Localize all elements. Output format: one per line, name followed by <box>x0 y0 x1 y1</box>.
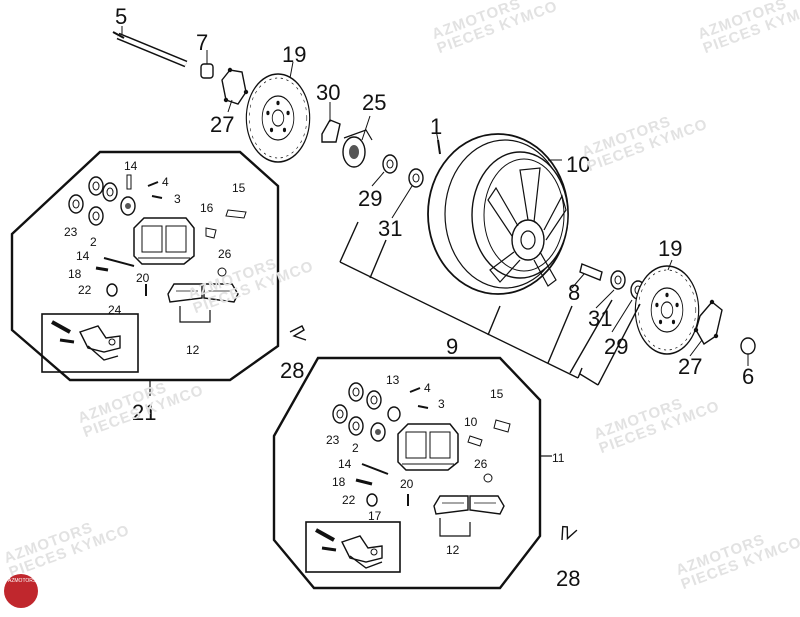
kit-bottom-18: 18 <box>332 475 346 489</box>
kit-left-4: 4 <box>162 175 169 189</box>
kit-left-3: 3 <box>174 192 181 206</box>
callout-25: 25 <box>362 90 386 115</box>
kit-bottom-2: 2 <box>352 441 359 455</box>
kit-left-18: 18 <box>68 267 82 281</box>
spacer-small-right <box>740 337 756 355</box>
kit-left-23: 23 <box>64 225 78 239</box>
callout-1: 1 <box>430 114 442 139</box>
kit-bottom-22: 22 <box>342 493 356 507</box>
axle <box>112 31 188 68</box>
callout-28: 28 <box>280 358 304 383</box>
kit-left-12: 12 <box>186 343 200 357</box>
pad-spring-left <box>289 325 307 341</box>
callout-6: 6 <box>742 364 754 389</box>
callout-labels: 5 7 19 27 30 25 1 10 29 31 9 8 31 29 19 … <box>64 4 754 591</box>
disc-bolt-plate <box>221 67 249 105</box>
callout-21: 21 <box>132 400 156 425</box>
drive-gear <box>342 129 373 168</box>
callout-31: 31 <box>378 216 402 241</box>
kit-left-22: 22 <box>78 283 92 297</box>
spacer <box>200 63 214 79</box>
callout-31-right: 31 <box>588 306 612 331</box>
kit-bottom-10: 10 <box>464 415 478 429</box>
kit-left-14b: 14 <box>76 249 90 263</box>
kit-bottom-4: 4 <box>424 381 431 395</box>
caliper-kit-rear-frame <box>272 356 552 590</box>
kit-left-24: 24 <box>108 303 122 317</box>
disc-bolt-plate-right <box>693 299 723 345</box>
callout-10: 10 <box>566 152 590 177</box>
callout-28-bottom: 28 <box>556 566 580 591</box>
kit-bottom-12: 12 <box>446 543 460 557</box>
brake-disc-top <box>245 73 311 163</box>
kit-bottom-26: 26 <box>474 457 488 471</box>
kit-left-26: 26 <box>218 247 232 261</box>
callout-27: 27 <box>210 112 234 137</box>
kit-bottom-20: 20 <box>400 477 414 491</box>
brake-disc-bottom <box>634 265 700 355</box>
callout-5: 5 <box>115 4 127 29</box>
kit-left-16: 16 <box>200 201 214 215</box>
kit-left-20: 20 <box>136 271 150 285</box>
bearing-right <box>610 270 626 290</box>
valve-stem <box>437 139 441 155</box>
callout-30: 30 <box>316 80 340 105</box>
kit-bottom-parts <box>305 382 511 573</box>
kit-bottom-23: 23 <box>326 433 340 447</box>
callout-29: 29 <box>358 186 382 211</box>
pad-spring-right <box>556 522 578 545</box>
oil-seal-left <box>382 154 398 174</box>
callout-19-right: 19 <box>658 236 682 261</box>
kit-bottom-15: 15 <box>490 387 504 401</box>
kit-left-parts <box>41 174 247 373</box>
spacer-right <box>579 263 603 281</box>
callout-27-right: 27 <box>678 354 702 379</box>
callout-9: 9 <box>446 334 458 359</box>
assembly-lines <box>339 221 641 386</box>
callout-8: 8 <box>568 280 580 305</box>
sensor-plate <box>321 119 341 143</box>
callout-29-right: 29 <box>604 334 628 359</box>
callout-19: 19 <box>282 42 306 67</box>
callout-11: 11 <box>552 451 565 465</box>
leader-lines <box>121 26 749 366</box>
callout-7: 7 <box>196 30 208 55</box>
kit-left-2: 2 <box>90 235 97 249</box>
kit-bottom-3: 3 <box>438 397 445 411</box>
brand-logo <box>4 574 38 608</box>
brand-logo-text: AZMOTORS <box>8 578 37 584</box>
bearing-left <box>408 168 424 188</box>
kit-bottom-17: 17 <box>368 509 382 523</box>
wheel <box>427 133 569 295</box>
kit-left-15: 15 <box>232 181 246 195</box>
kit-bottom-14: 14 <box>338 457 352 471</box>
caliper-kit-front-frame <box>10 150 280 396</box>
kit-left-14: 14 <box>124 159 138 173</box>
kit-bottom-13: 13 <box>386 373 400 387</box>
